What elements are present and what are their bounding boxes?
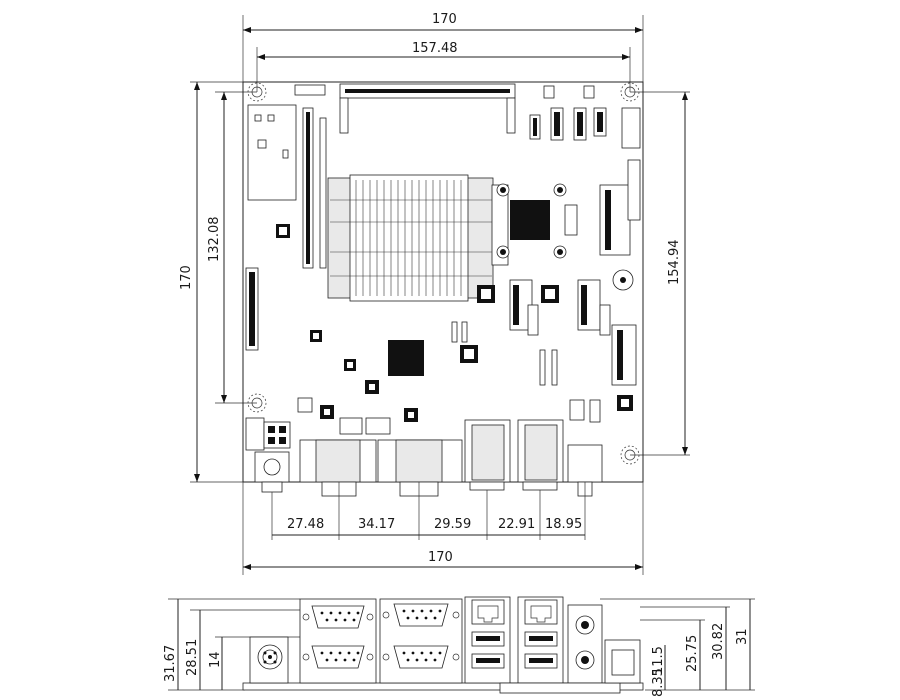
dim-io-1: 27.48: [287, 517, 324, 532]
side-left-dimensions: 31.67 28.51 14: [163, 598, 300, 691]
minipcie-slot: [302, 107, 327, 269]
lan-port-1: [464, 419, 511, 491]
dim-io-4: 22.91: [498, 517, 535, 532]
com-port-2: [377, 439, 463, 497]
dim-side-3: 14: [208, 651, 223, 668]
left-side-headers: [245, 267, 418, 435]
top-dimensions: 170 157.48: [242, 12, 644, 92]
mounting-hole-top-left: [247, 82, 267, 102]
side-lan-usb-2: [517, 596, 564, 684]
left-dimensions: 170 132.08: [179, 81, 257, 483]
lan-port-2: [517, 419, 564, 491]
power-header: [245, 417, 291, 451]
dim-io-2: 34.17: [358, 517, 395, 532]
side-dc-jack: [249, 636, 289, 684]
heatsink-fins: [330, 180, 492, 296]
chipset: [510, 200, 550, 240]
side-view: 31.67 28.51 14: [163, 596, 755, 697]
side-audio-jacks: [567, 604, 603, 684]
sata-connectors: [529, 85, 641, 149]
dim-top-width: 170: [432, 12, 457, 27]
dim-left-hole-height: 132.08: [207, 217, 222, 263]
dim-side-right-1: 25.75: [685, 635, 700, 672]
side-com-ports-left: [299, 598, 377, 684]
io-dimensions: 27.48 34.17 29.59 22.91 18.95 170: [242, 482, 644, 575]
board-top-view: [242, 81, 644, 497]
dim-side-2: 28.51: [185, 639, 200, 676]
mounting-hole-bottom-right: [620, 445, 640, 465]
side-com-ports-right: [379, 598, 463, 684]
audio-jack: [567, 444, 603, 497]
dim-hole-width: 157.48: [412, 41, 458, 56]
left-top-components: [247, 104, 297, 238]
heatsink-screws: [496, 183, 567, 259]
mounting-hole-bottom-left: [247, 393, 267, 413]
side-right-dimensions: 31 30.82 25.75 11.5 8.35: [600, 598, 755, 697]
dc-jack: [254, 451, 290, 493]
dim-left-height: 170: [179, 265, 194, 290]
dim-side-right-3: 31: [735, 628, 750, 645]
dim-side-small-1: 11.5: [651, 646, 666, 675]
side-right-connector: [604, 639, 641, 684]
dim-right-hole-height: 154.94: [667, 240, 682, 286]
right-dimensions: 154.94: [630, 91, 690, 456]
com-port-1: [299, 439, 377, 497]
dim-io-5: 18.95: [545, 517, 582, 532]
middle-chips: [388, 279, 633, 423]
dim-bottom-width: 170: [428, 550, 453, 565]
dim-side-small-2: 8.35: [651, 668, 666, 697]
right-headers: [599, 159, 641, 386]
cpu-heatsink: [327, 174, 509, 302]
super-io-chip: [388, 340, 424, 376]
mounting-hole-top-right: [620, 82, 640, 102]
side-lan-usb-1: [464, 596, 511, 684]
dim-side-right-2: 30.82: [711, 623, 726, 660]
dim-side-1: 31.67: [163, 645, 178, 682]
dim-io-3: 29.59: [434, 517, 471, 532]
sodimm-slot: [294, 83, 516, 134]
